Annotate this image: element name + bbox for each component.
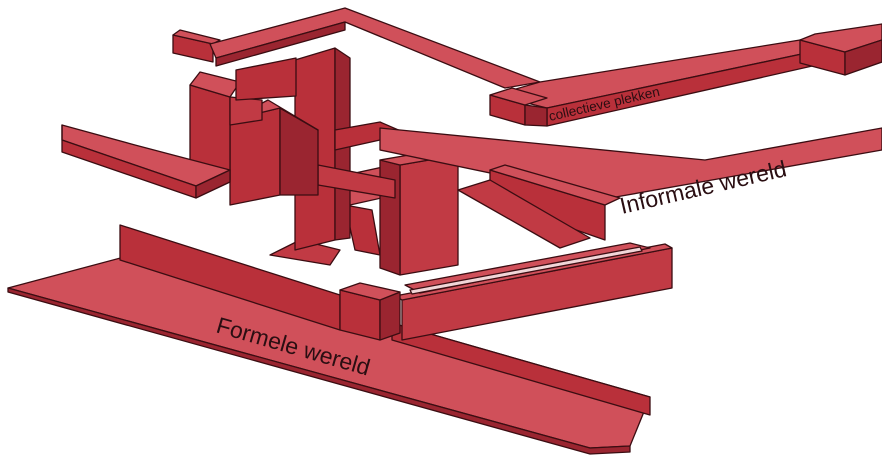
- right-tall-front: [400, 155, 458, 275]
- collective-box-side: [525, 105, 547, 126]
- small-box: [236, 58, 296, 100]
- upper-left-side: [230, 97, 262, 125]
